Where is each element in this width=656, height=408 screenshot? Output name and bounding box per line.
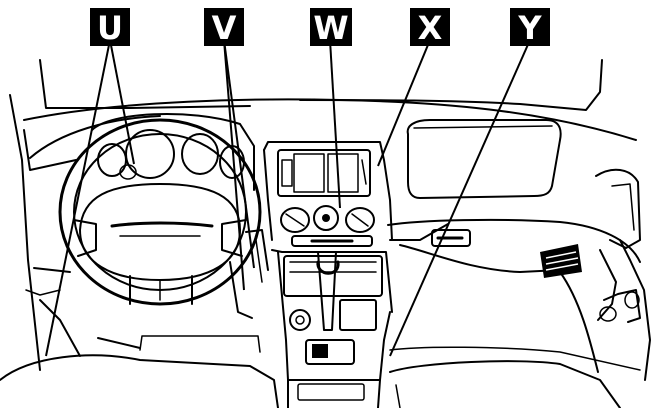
instrument-cluster — [91, 113, 255, 191]
callout-w: W — [310, 8, 352, 47]
leader-u — [109, 39, 135, 165]
callout-w-label: W — [313, 9, 348, 47]
callout-x: X — [410, 8, 450, 47]
passenger-dash — [406, 119, 582, 278]
leader-lines — [45, 39, 531, 357]
callout-u-label: U — [97, 9, 123, 47]
callout-v: V — [204, 8, 244, 47]
leader-w — [329, 39, 341, 209]
callout-v-label: V — [212, 9, 237, 47]
leader-v — [223, 39, 245, 291]
callout-y-label: Y — [517, 9, 542, 47]
callout-x-label: X — [418, 9, 443, 47]
steering-wheel — [58, 118, 262, 306]
leader-x — [377, 39, 431, 167]
steering-column — [229, 229, 269, 319]
center-console — [263, 141, 393, 408]
dashboard-outline — [0, 59, 651, 408]
callout-y: Y — [510, 8, 550, 47]
callout-u: U — [90, 8, 130, 47]
leader-y — [389, 39, 531, 357]
